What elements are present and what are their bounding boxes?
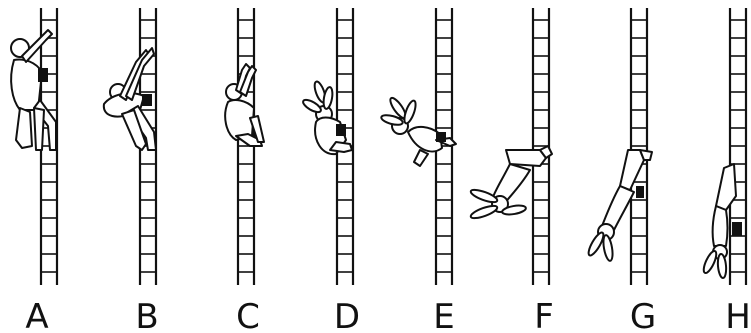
climber-figure	[302, 80, 353, 156]
climber-figure	[380, 96, 457, 167]
panel-label: H	[725, 297, 751, 333]
panel-c: C	[224, 8, 265, 333]
panel-label: B	[135, 297, 158, 333]
panel-b: B	[102, 8, 159, 333]
panel-label: C	[236, 297, 260, 333]
climber-figure	[102, 47, 157, 151]
ladder-rungs	[631, 19, 647, 273]
panel-d: D	[302, 8, 360, 333]
climber-figure	[702, 163, 742, 279]
ladder	[236, 8, 256, 285]
panel-g: G	[587, 8, 656, 333]
panel-label: F	[534, 297, 554, 333]
ladder	[728, 8, 748, 285]
ladder-rungs	[533, 19, 549, 273]
panel-label: D	[334, 297, 360, 333]
panel-label: A	[25, 297, 48, 333]
panel-h: H	[702, 8, 751, 333]
climber-figure	[469, 145, 553, 220]
panel-f: F	[469, 8, 554, 333]
panel-label: E	[433, 297, 454, 333]
ladder	[629, 8, 649, 285]
panel-e: E	[380, 8, 457, 333]
climber-figure	[587, 149, 653, 262]
panel-label: G	[630, 297, 656, 333]
panel-a: A	[10, 8, 59, 333]
climber-figure	[224, 63, 265, 147]
climber-figure	[10, 29, 57, 151]
